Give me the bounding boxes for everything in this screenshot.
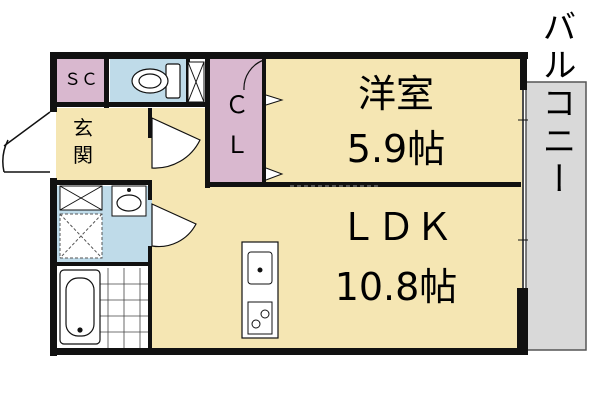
hallway-doors	[151, 59, 265, 248]
entrance-area	[56, 108, 110, 180]
sc-storage	[56, 58, 108, 102]
entrance-label-1: 玄	[73, 116, 93, 140]
western-room-name: 洋室	[358, 72, 434, 116]
balcony	[525, 81, 587, 351]
entrance-door	[2, 111, 51, 173]
hallway-lower	[150, 170, 212, 190]
western-room-size: 5.9帖	[347, 127, 445, 171]
washbasin-icon	[111, 185, 147, 217]
closet	[210, 58, 264, 184]
toilet-cabinet	[187, 61, 205, 103]
balcony-label: バルコニー	[536, 9, 576, 199]
sc-label: ＳＣ	[64, 70, 98, 90]
ldk-room	[150, 184, 522, 349]
kitchen-sink-icon	[247, 251, 273, 285]
ldk-name: ＬＤＫ	[339, 205, 453, 249]
washer-pan-icon	[59, 213, 103, 259]
shoe-box	[59, 185, 103, 211]
toilet-icon	[131, 63, 181, 99]
bathroom-tiles	[100, 268, 152, 348]
closet-label-top: Ｃ	[225, 91, 249, 119]
bathtub-icon	[59, 269, 101, 345]
closet-arrows	[265, 94, 284, 181]
entrance-label-2: 関	[73, 143, 93, 167]
stove-icon	[247, 301, 273, 335]
closet-label-bottom: Ｌ	[225, 131, 249, 159]
ldk-size: 10.8帖	[335, 265, 458, 309]
western-room	[264, 58, 522, 184]
